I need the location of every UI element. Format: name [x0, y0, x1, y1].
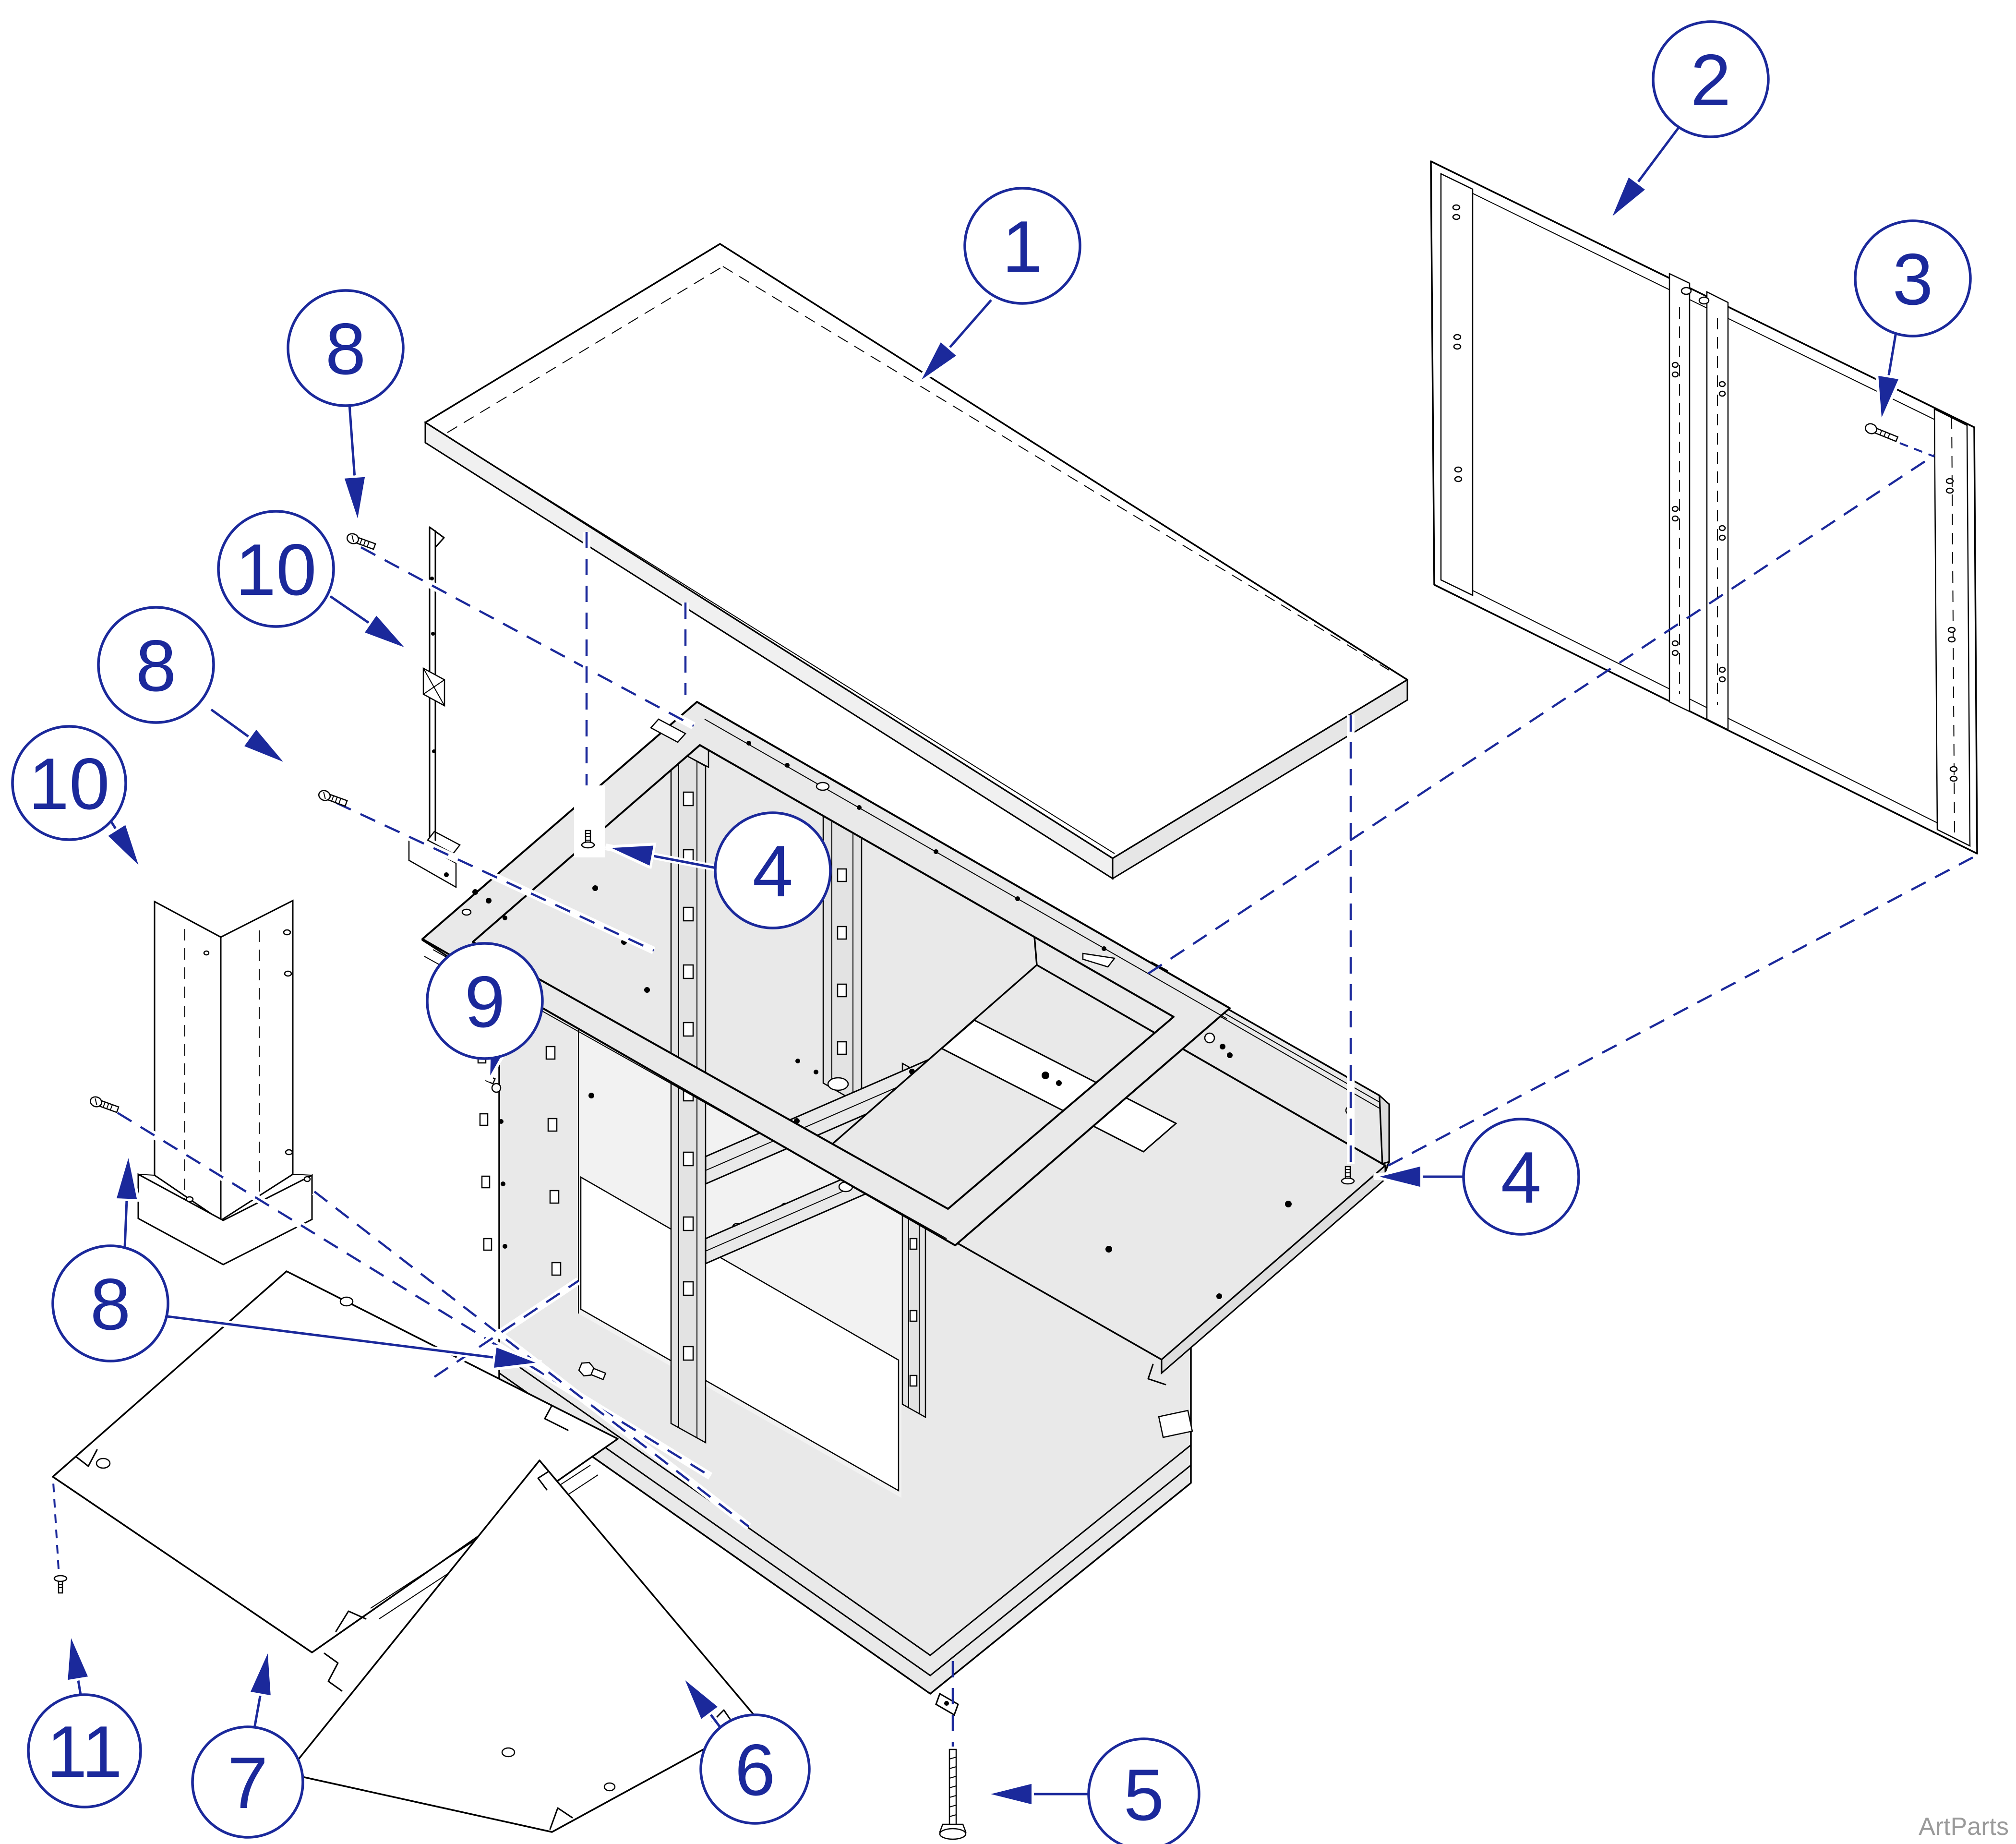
part-bottom-panel-6 [286, 1459, 759, 1833]
back-panel-channels [1668, 273, 1729, 731]
callout-10-top[interactable]: 10 [217, 510, 335, 628]
callout-11[interactable]: 11 [27, 1693, 142, 1808]
callout-8-mid[interactable]: 8 [97, 606, 215, 724]
part-bottom-panel-7 [52, 1270, 619, 1653]
callout-10-bottom-label: 10 [28, 743, 109, 825]
callout-1[interactable]: 1 [963, 187, 1081, 305]
callout-7[interactable]: 7 [191, 1725, 304, 1839]
callout-1-label: 1 [1002, 206, 1043, 288]
callout-4-left[interactable]: 4 [714, 811, 832, 929]
callout-6-label: 6 [735, 1729, 776, 1811]
callout-11-label: 11 [47, 1711, 122, 1793]
callout-10-top-label: 10 [235, 529, 316, 611]
callout-8-top[interactable]: 8 [287, 289, 405, 407]
screw-8-bottom [88, 1095, 120, 1115]
watermark: ArtParts [1919, 1813, 2009, 1841]
cabinet-floor [580, 1176, 900, 1492]
callout-9[interactable]: 9 [426, 942, 544, 1060]
screw-8-mid [317, 788, 348, 809]
part-top-panel [424, 243, 1408, 880]
part-corner-bracket-upper [408, 526, 457, 889]
callouts: 1 2 3 4 4 5 6 7 [11, 20, 1972, 1844]
callout-8-mid-label: 8 [136, 625, 177, 707]
callout-6[interactable]: 6 [699, 1713, 811, 1825]
callout-4-right[interactable]: 4 [1462, 1118, 1580, 1236]
callout-5[interactable]: 5 [1087, 1737, 1200, 1844]
fasteners [53, 423, 1899, 1840]
alignment-dashed-lines [52, 442, 1974, 1747]
callout-3-label: 3 [1893, 239, 1933, 320]
screw-11 [53, 1575, 68, 1594]
callout-2-label: 2 [1691, 39, 1731, 121]
screw-3 [1865, 423, 1899, 442]
callout-2[interactable]: 2 [1652, 20, 1770, 138]
callout-3[interactable]: 3 [1854, 219, 1972, 337]
leveling-bolt-5 [939, 1748, 967, 1840]
callout-8-bottom[interactable]: 8 [51, 1244, 169, 1362]
callout-leaders [70, 123, 1896, 1794]
callout-8-top-label: 8 [325, 308, 366, 390]
callout-4-left-label: 4 [753, 831, 793, 912]
callout-10-bottom[interactable]: 10 [11, 725, 127, 841]
part-back-panel [1430, 160, 1978, 855]
callout-5-label: 5 [1124, 1754, 1164, 1836]
part-corner-bracket-lower [137, 899, 313, 1265]
callout-9-label: 9 [465, 961, 505, 1043]
callout-8-bottom-label: 8 [90, 1264, 131, 1345]
corner-bolt [578, 1362, 607, 1381]
top-rim [421, 701, 1231, 1246]
callout-7-label: 7 [228, 1742, 268, 1824]
callout-4-right-label: 4 [1501, 1137, 1542, 1218]
